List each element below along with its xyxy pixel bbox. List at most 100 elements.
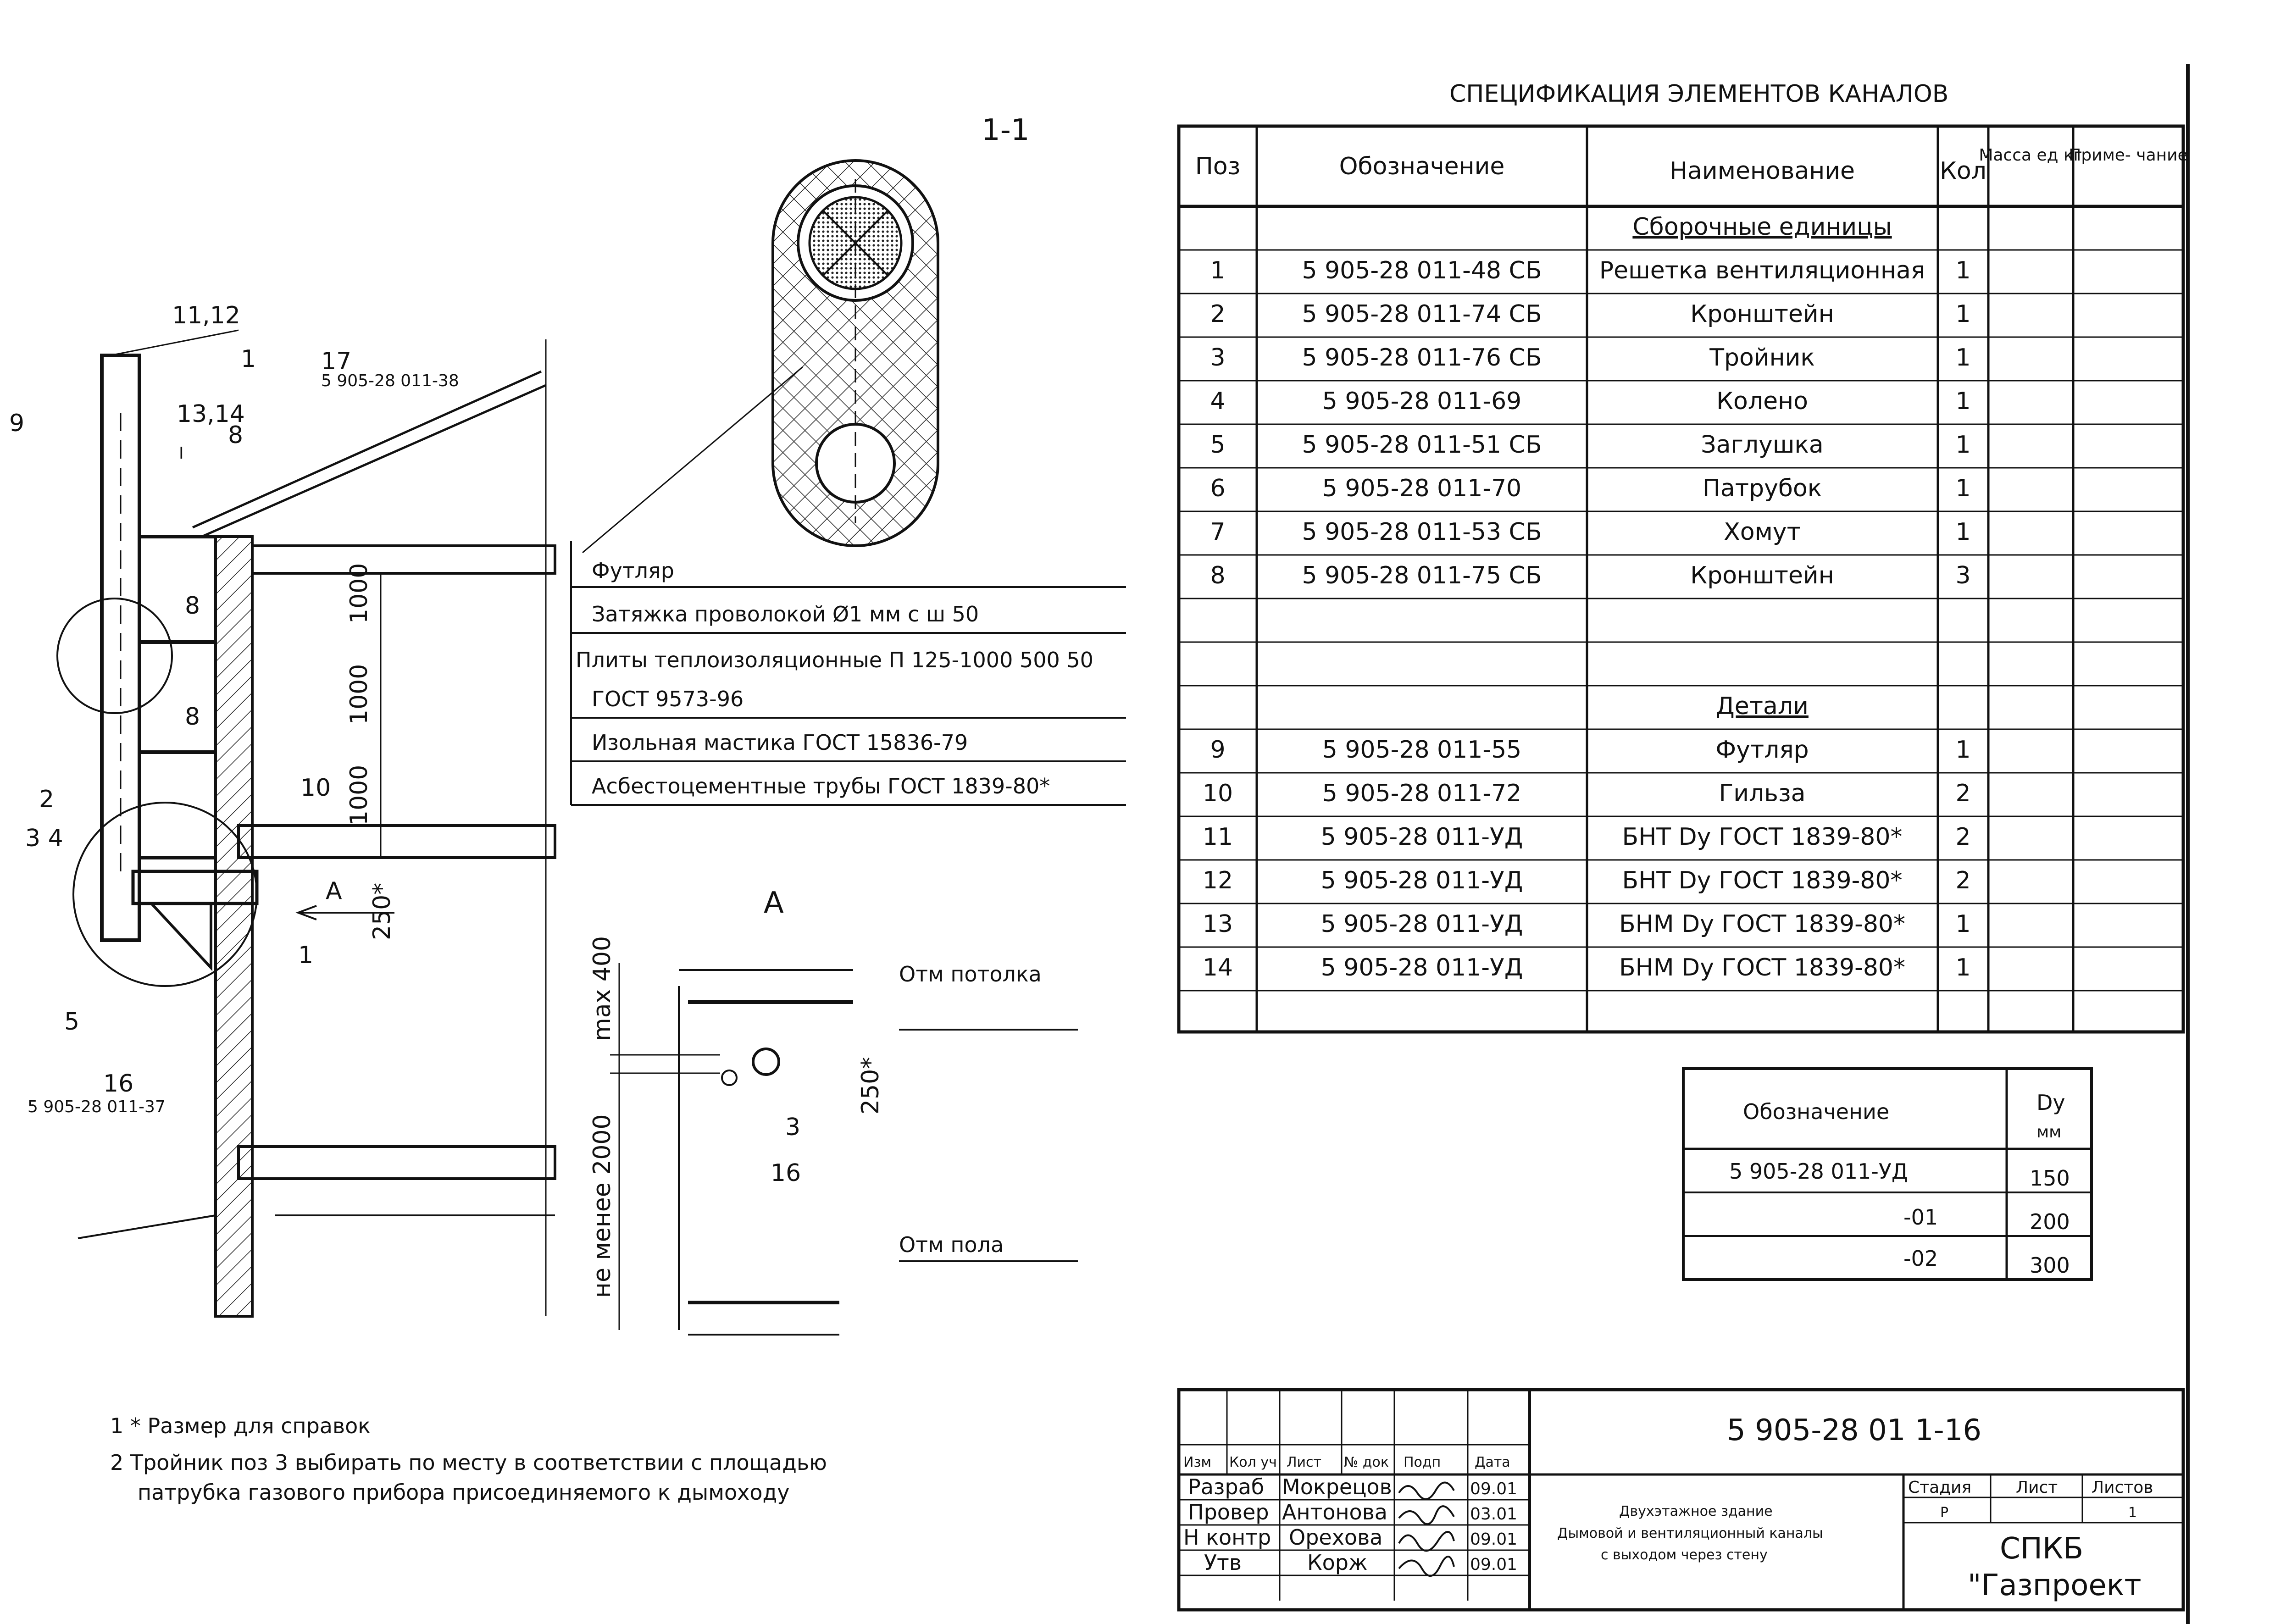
spec-cell-code: 5 905-28 011-69 (1322, 388, 1522, 415)
layer-label: Плиты теплоизоляционные П 125-1000 500 5… (576, 648, 1093, 672)
callout-8-c: 8 (185, 703, 200, 731)
dy-row-value: 300 (2030, 1253, 2070, 1278)
sign-date: 03.01 (1470, 1505, 1517, 1524)
dy-row-value: 150 (2030, 1166, 2070, 1191)
spec-cell-pos: 1 (1210, 257, 1225, 284)
doc-code: 5 905-28 01 1-16 (1727, 1413, 1981, 1447)
role-label: Утв (1204, 1550, 1242, 1575)
spec-cell-name: БНМ Dy ГОСТ 1839-80* (1619, 910, 1905, 938)
spec-cell-name: Колено (1716, 388, 1808, 415)
dy-row-code: 5 905-28 011-УД (1729, 1159, 1908, 1184)
ceiling-label: Отм потолка (899, 962, 1042, 987)
spec-cell-qty: 1 (1955, 518, 1970, 546)
spec-cell-qty: 1 (1955, 954, 1970, 981)
spec-cell-qty: 1 (1955, 475, 1970, 502)
dy-header-dy: Dy (2036, 1090, 2065, 1115)
col-header: Кол уч (1229, 1454, 1277, 1470)
vertical-pipe (100, 354, 141, 942)
callout-8-b: 8 (185, 592, 200, 620)
col-header: № док (1344, 1454, 1389, 1470)
spec-cell-code: 5 905-28 011-УД (1321, 823, 1523, 851)
cut-mark-1: 1 (241, 345, 256, 373)
spec-header-note: Приме- чание (2069, 146, 2187, 165)
spec-cell-code: 5 905-28 011-74 СБ (1302, 300, 1542, 328)
spec-cell-pos: 11 (1203, 823, 1233, 851)
spec-cell-code: 5 905-28 011-70 (1322, 475, 1522, 502)
dy-header-code: Обозначение (1743, 1099, 1889, 1124)
spec-frame (1177, 124, 2185, 1034)
dimension-250: 250* (368, 883, 396, 940)
notes: 1 * Размер для справок 2 Тройник поз 3 в… (110, 1413, 827, 1505)
spec-cell-name: Патрубок (1703, 475, 1822, 502)
dimension-1000-c: 1000 (345, 765, 373, 826)
callout-16: 16 (103, 1070, 133, 1097)
dy-row-code: -02 (1903, 1246, 1938, 1271)
spec-cell-qty: 1 (1955, 388, 1970, 415)
ground-line (78, 1214, 216, 1239)
layers-list: Футляр Затяжка проволокой Ø1 мм с ш 50 П… (570, 541, 1126, 806)
dy-row-value: 200 (2030, 1209, 2070, 1234)
spec-header-code: Обозначение (1339, 153, 1505, 180)
person-name: Антонова (1282, 1500, 1387, 1524)
section-view: 1-1 1000 1000 1000 250* (9, 113, 1030, 1318)
org-name: СПКБ (2000, 1532, 2083, 1566)
spec-cell-name: Тройник (1709, 344, 1815, 371)
sign-date: 09.01 (1470, 1530, 1517, 1549)
spec-cell-pos: 9 (1210, 736, 1225, 764)
spec-cell-pos: 3 (1210, 344, 1225, 371)
callout-17-code: 5 905-28 011-38 (321, 371, 459, 390)
spec-cell-name: Хомут (1724, 518, 1801, 546)
tee-symbol (752, 1048, 780, 1076)
dy-row-code: -01 (1903, 1205, 1938, 1230)
stage-header: Стадия (1908, 1478, 1971, 1497)
sign-date: 09.01 (1470, 1480, 1517, 1498)
spec-cell-qty: 2 (1955, 867, 1970, 894)
signature-mark (1398, 1505, 1455, 1525)
callout-5: 5 (64, 1008, 79, 1036)
note-2: 2 Тройник поз 3 выбирать по месту в соот… (110, 1450, 827, 1475)
view-a: A Отм потолка Отм пола max 400 не менее … (588, 886, 1078, 1336)
spec-cell-name: БНМ Dy ГОСТ 1839-80* (1619, 954, 1905, 981)
callout-i: I (179, 444, 184, 463)
note-1: 1 * Размер для справок (110, 1413, 371, 1438)
spec-cell-qty: 3 (1955, 562, 1970, 589)
callout-8-a: 8 (228, 421, 243, 449)
vent-symbol (721, 1070, 738, 1086)
view-arrow-head (295, 905, 317, 920)
callout-17: 17 (321, 348, 351, 375)
max-400-dimension: max 400 (588, 936, 616, 1041)
spec-cell-code: 5 905-28 011-51 СБ (1302, 431, 1542, 459)
spec-cell-qty: 1 (1955, 431, 1970, 459)
view-a-label: A (764, 886, 784, 920)
spec-cell-name: Кронштейн (1690, 300, 1834, 328)
spec-cell-qty: 1 (1955, 300, 1970, 328)
spec-cell-code: 5 905-28 011-53 СБ (1302, 518, 1542, 546)
roof-line-2 (201, 384, 547, 538)
leader-line (110, 329, 239, 356)
spec-cell-pos: 5 (1210, 431, 1225, 459)
col-header: Подп (1404, 1454, 1441, 1470)
layer-label: Изольная мастика ГОСТ 15836-79 (592, 730, 968, 755)
roof-slab (251, 544, 556, 575)
spec-cell-code: 5 905-28 011-УД (1321, 954, 1523, 981)
callout-9: 9 (9, 410, 24, 437)
dimension-1000-a: 1000 (345, 563, 373, 624)
callout-16-code: 5 905-28 011-37 (28, 1097, 166, 1116)
role-label: Разраб (1188, 1474, 1264, 1499)
description-line: Дымовой и вентиляционный каналы (1557, 1525, 1823, 1541)
spec-cell-qty: 2 (1955, 823, 1970, 851)
dimension-1000-b: 1000 (345, 664, 373, 725)
spec-cell-name: Заглушка (1701, 431, 1823, 459)
role-label: Провер (1188, 1500, 1269, 1524)
dy-table: Обозначение Dy мм 5 905-28 011-УД 150 -0… (1682, 1067, 2093, 1281)
ground-slab (237, 1145, 556, 1180)
stage-header: Лист (2016, 1478, 2058, 1497)
tee-bracket (150, 902, 212, 971)
cross-section-detail (582, 159, 939, 554)
spec-cell-name: БНТ Dy ГОСТ 1839-80* (1622, 823, 1903, 851)
section-label: 1-1 (982, 113, 1030, 147)
role-label: Н контр (1183, 1525, 1271, 1550)
layer-label: Футляр (592, 558, 674, 583)
